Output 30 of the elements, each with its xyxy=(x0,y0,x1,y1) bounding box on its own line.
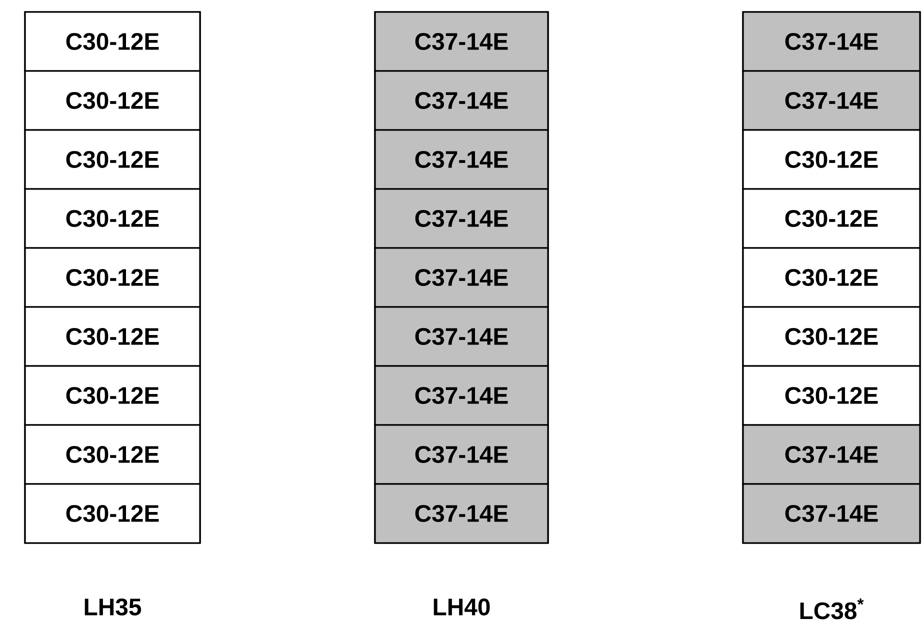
cell-box: C37-14E xyxy=(742,483,921,544)
cell-box: C30-12E xyxy=(742,247,921,308)
cell-box: C30-12E xyxy=(742,129,921,190)
cell-box: C37-14E xyxy=(374,365,549,426)
cell-box: C30-12E xyxy=(24,483,201,544)
cell-box: C30-12E xyxy=(24,188,201,249)
cell-box: C37-14E xyxy=(374,129,549,190)
cell-box: C37-14E xyxy=(374,188,549,249)
cell-box: C30-12E xyxy=(24,70,201,131)
cell-box: C30-12E xyxy=(24,365,201,426)
node-label: LH35 xyxy=(84,598,142,616)
cell-box: C30-12E xyxy=(742,306,921,367)
cell-box: C37-14E xyxy=(742,11,921,72)
cell-box: C30-12E xyxy=(24,247,201,308)
cell-box: C37-14E xyxy=(742,424,921,485)
cell-box: C37-14E xyxy=(742,70,921,131)
cell-box: C30-12E xyxy=(24,306,201,367)
cell-box: C37-14E xyxy=(374,483,549,544)
cell-box: C30-12E xyxy=(24,11,201,72)
cell-box: C37-14E xyxy=(374,70,549,131)
cell-box: C37-14E xyxy=(374,11,549,72)
node-label: LC38$^{*}$ xyxy=(800,598,864,620)
cell-box: C37-14E xyxy=(374,424,549,485)
node-label: LH40 xyxy=(434,598,490,616)
cell-box: C30-12E xyxy=(24,424,201,485)
cell-box: C30-12E xyxy=(742,365,921,426)
cell-box: C30-12E xyxy=(742,188,921,249)
cell-box: C30-12E xyxy=(24,129,201,190)
cell-box: C37-14E xyxy=(374,306,549,367)
cell-box: C37-14E xyxy=(374,247,549,308)
